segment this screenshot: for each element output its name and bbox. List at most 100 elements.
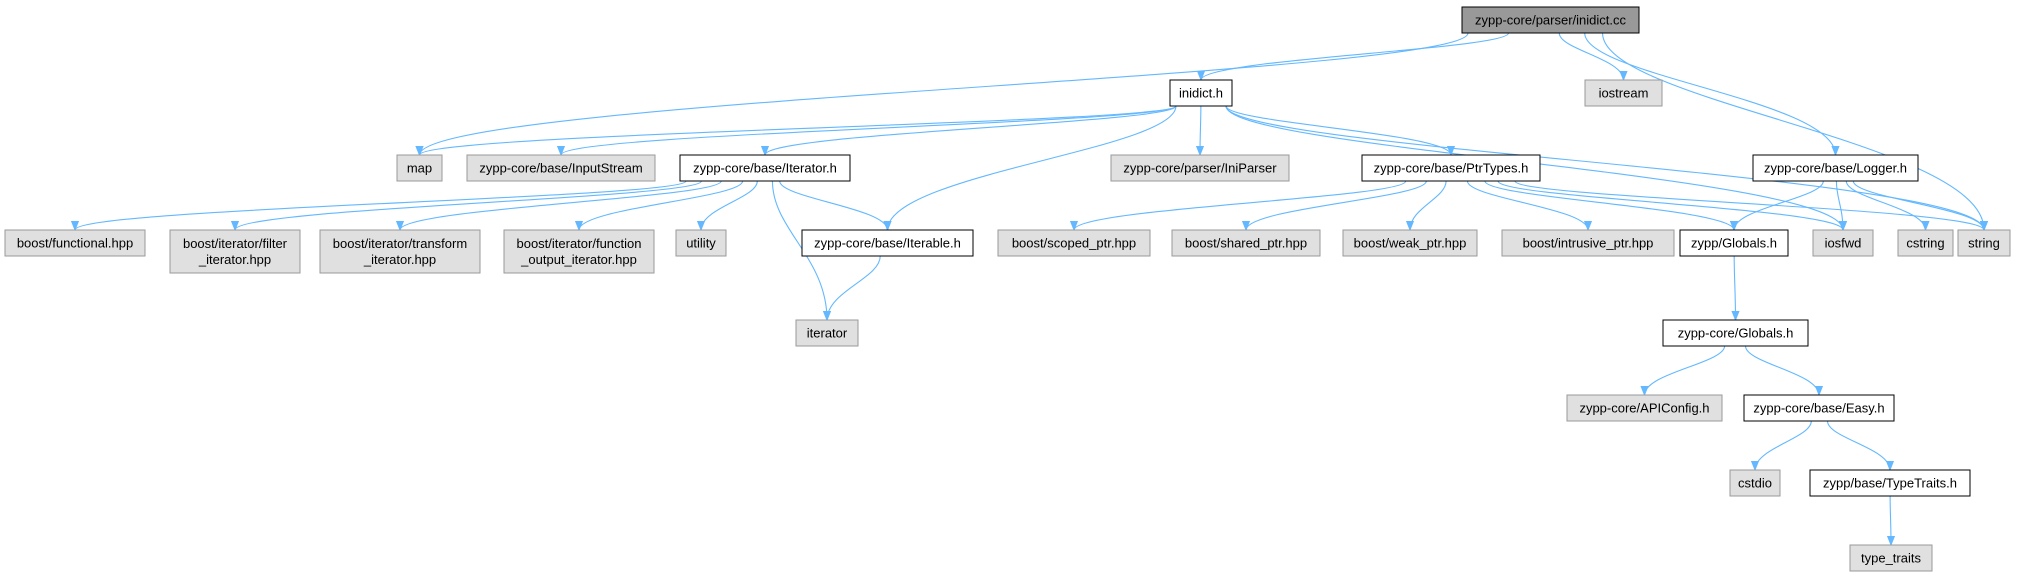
node-zypp-globals[interactable]: zypp/Globals.h xyxy=(1679,229,1789,257)
node-label: cstring xyxy=(1906,236,1944,251)
edge-iterator_h-to-functional xyxy=(75,180,687,231)
edge-ptrtypes_h-to-weak_ptr xyxy=(1410,180,1447,231)
edge-root-to-inidict_h xyxy=(1201,32,1510,81)
edge-core_globals-to-apiconfig xyxy=(1645,345,1726,396)
node-label: boost/scoped_ptr.hpp xyxy=(1012,236,1136,251)
node-filter-iter: boost/iterator/filter_iterator.hpp xyxy=(169,229,301,274)
node-label: _iterator.hpp xyxy=(363,252,436,267)
node-box xyxy=(1171,229,1321,257)
node-box xyxy=(1679,229,1789,257)
node-box xyxy=(1662,319,1809,347)
node-label: zypp-core/base/InputStream xyxy=(479,161,642,176)
node-map: map xyxy=(396,154,443,182)
node-label: boost/iterator/filter xyxy=(183,236,288,251)
node-box xyxy=(1743,394,1895,422)
edge-ptrtypes_h-to-iosfwd xyxy=(1497,180,1843,231)
edge-zypp_globals-to-core_globals xyxy=(1734,255,1735,320)
node-label: zypp-core/base/PtrTypes.h xyxy=(1374,161,1529,176)
edge-iterator_h-to-filter_iter xyxy=(235,180,702,231)
node-box xyxy=(4,229,146,257)
node-label: map xyxy=(407,161,432,176)
node-label: zypp-core/base/Iterable.h xyxy=(814,236,961,251)
node-root[interactable]: zypp-core/parser/inidict.cc xyxy=(1461,6,1640,34)
node-box xyxy=(795,319,859,347)
node-logger-h[interactable]: zypp-core/base/Logger.h xyxy=(1752,154,1919,182)
node-box xyxy=(1169,79,1233,107)
node-cstring: cstring xyxy=(1897,229,1954,257)
edge-inidict_h-to-iterator_h xyxy=(765,105,1177,156)
edge-inidict_h-to-ptrtypes_h xyxy=(1225,105,1451,156)
edge-core_globals-to-easy_h xyxy=(1744,345,1819,396)
node-box xyxy=(997,229,1151,257)
edge-iterator_h-to-utility xyxy=(701,180,758,231)
node-functional: boost/functional.hpp xyxy=(4,229,146,257)
node-label: utility xyxy=(686,236,716,251)
edge-ptrtypes_h-to-shared_ptr xyxy=(1246,180,1427,231)
node-type-traits: type_traits xyxy=(1849,544,1933,572)
node-iterable-h[interactable]: zypp-core/base/Iterable.h xyxy=(801,229,974,257)
node-box xyxy=(1110,154,1290,182)
nodes-layer: zypp-core/parser/inidict.cc iostream inidi… xyxy=(4,6,2011,572)
node-box xyxy=(1342,229,1478,257)
node-intrusive-ptr: boost/intrusive_ptr.hpp xyxy=(1501,229,1675,257)
node-label: zypp-core/Globals.h xyxy=(1678,326,1794,341)
node-box xyxy=(1849,544,1933,572)
node-function-output-iter: boost/iterator/function_output_iterator.… xyxy=(503,229,655,274)
edge-ptrtypes_h-to-scoped_ptr xyxy=(1074,180,1407,231)
node-easy-h[interactable]: zypp-core/base/Easy.h xyxy=(1743,394,1895,422)
edge-iterator_h-to-function_output_iter xyxy=(579,180,744,231)
edge-root-to-map xyxy=(420,32,1469,156)
node-label: iosfwd xyxy=(1825,236,1862,251)
node-label: zypp-core/base/Easy.h xyxy=(1753,401,1884,416)
node-iosfwd: iosfwd xyxy=(1812,229,1874,257)
node-label: zypp-core/APIConfig.h xyxy=(1579,401,1709,416)
node-label: zypp/Globals.h xyxy=(1691,236,1777,251)
edge-inidict_h-to-iterable_h xyxy=(888,105,1177,230)
node-iterator-h[interactable]: zypp-core/base/Iterator.h xyxy=(679,154,851,182)
node-box xyxy=(396,154,443,182)
edge-easy_h-to-cstdio xyxy=(1755,420,1812,471)
node-iniparser: zypp-core/parser/IniParser xyxy=(1110,154,1290,182)
node-apiconfig: zypp-core/APIConfig.h xyxy=(1566,394,1723,422)
node-label: zypp-core/parser/IniParser xyxy=(1123,161,1277,176)
node-label: _iterator.hpp xyxy=(198,252,271,267)
node-string: string xyxy=(1957,229,2011,257)
node-box xyxy=(801,229,974,257)
node-label: iterator xyxy=(807,326,848,341)
node-box xyxy=(1897,229,1954,257)
node-typetraits-h[interactable]: zypp/base/TypeTraits.h xyxy=(1809,469,1971,497)
node-label: iostream xyxy=(1599,86,1649,101)
node-iostream: iostream xyxy=(1584,79,1663,107)
edge-root-to-string xyxy=(1601,32,1984,230)
node-weak-ptr: boost/weak_ptr.hpp xyxy=(1342,229,1478,257)
node-box xyxy=(675,229,727,257)
node-label: boost/weak_ptr.hpp xyxy=(1354,236,1467,251)
edge-inidict_h-to-iniparser xyxy=(1200,105,1201,155)
node-box xyxy=(1501,229,1675,257)
edges-layer xyxy=(75,32,1984,545)
edge-root-to-iostream xyxy=(1558,32,1623,81)
node-box xyxy=(319,229,481,274)
node-box xyxy=(1566,394,1723,422)
edge-inidict_h-to-inputstream xyxy=(561,105,1177,156)
node-label: boost/shared_ptr.hpp xyxy=(1185,236,1307,251)
node-label: inidict.h xyxy=(1179,86,1223,101)
edge-easy_h-to-typetraits_h xyxy=(1826,420,1890,471)
node-inputstream: zypp-core/base/InputStream xyxy=(466,154,656,182)
node-box xyxy=(679,154,851,182)
node-inidict-h[interactable]: inidict.h xyxy=(1169,79,1233,107)
node-box xyxy=(1361,154,1541,182)
node-label: type_traits xyxy=(1861,551,1921,566)
node-core-globals[interactable]: zypp-core/Globals.h xyxy=(1662,319,1809,347)
edge-iterator_h-to-iterator xyxy=(771,180,827,320)
node-box xyxy=(1809,469,1971,497)
edge-logger_h-to-zypp_globals xyxy=(1734,180,1824,231)
edge-inidict_h-to-string xyxy=(1225,105,1984,231)
node-label: boost/functional.hpp xyxy=(17,236,133,251)
edge-ptrtypes_h-to-intrusive_ptr xyxy=(1466,180,1588,231)
node-box xyxy=(1584,79,1663,107)
node-ptrtypes-h[interactable]: zypp-core/base/PtrTypes.h xyxy=(1361,154,1541,182)
node-label: zypp-core/base/Logger.h xyxy=(1764,161,1907,176)
node-box xyxy=(466,154,656,182)
